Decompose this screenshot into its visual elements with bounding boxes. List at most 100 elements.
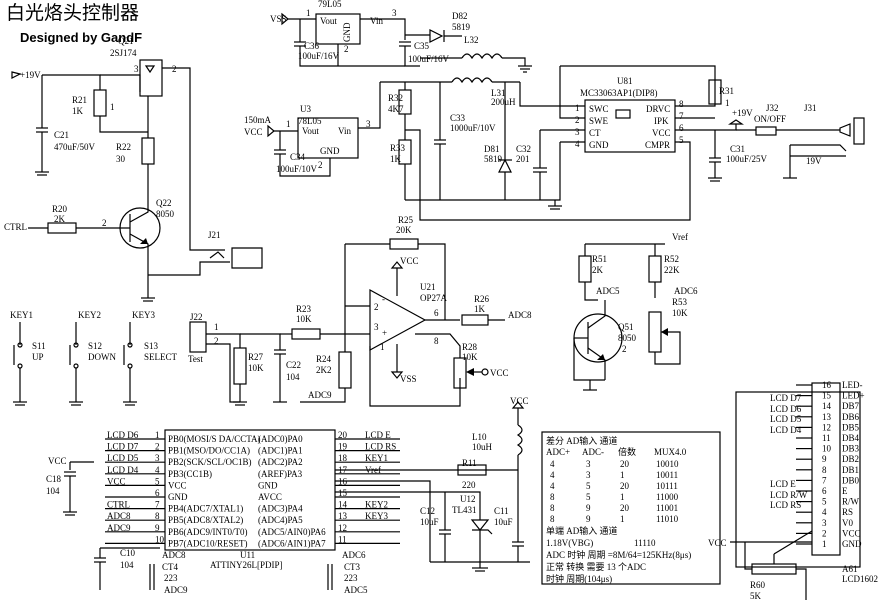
vss-top-label: VSS — [270, 14, 287, 24]
lcd-pin-label: R/W — [842, 497, 860, 507]
u11-pin-right: (ADC4)PA5 — [258, 515, 303, 525]
d82-label: D82 — [452, 11, 468, 21]
u11-pin-left: VCC — [168, 480, 187, 490]
u11-net-right: KEY3 — [365, 511, 388, 521]
adc5-net: ADC5 — [596, 286, 620, 296]
j22-label: J22 — [190, 312, 203, 322]
lcd-pin-label: LED- — [842, 380, 863, 390]
lcd-module: LED-16LED+15DB714DB613DB512DB411DB310DB2… — [708, 380, 878, 601]
l10-value: 10uH — [472, 442, 493, 452]
lcd-pin-num: 1 — [822, 539, 827, 549]
q22-value: 8050 — [156, 209, 175, 219]
u11-pin-num: 19 — [338, 442, 348, 452]
table-cell: 1 — [620, 514, 625, 524]
table-cell: 1 — [620, 470, 625, 480]
table-cell: 8 — [550, 503, 555, 513]
key2-label: KEY2 — [78, 310, 101, 320]
c36-value: 100uF/16V — [298, 51, 340, 61]
u11-pin-right: (ADC5/AIN0)PA6 — [258, 527, 326, 537]
key1-label: KEY1 — [10, 310, 33, 320]
lcd-pin-label: DB4 — [842, 433, 860, 443]
j32-value: ON/OFF — [754, 114, 786, 124]
r22-value: 30 — [116, 154, 126, 164]
table-cell: 4 — [550, 481, 555, 491]
r33-label: R33 — [390, 143, 406, 153]
c11-label: C11 — [494, 506, 509, 516]
adc8-ct4: ADC8 — [162, 550, 186, 560]
table-header-gain: 倍数 — [618, 446, 636, 457]
u11-name: ATTINY26L[PDIP] — [210, 560, 283, 570]
u21-name: OP27A — [420, 293, 448, 303]
table-cell: 9 — [586, 503, 591, 513]
input-power: R31 1 +19V J32 ON/OFF J31 19V C31 100uF/… — [708, 79, 865, 182]
u11-net-right: LCD E — [365, 430, 391, 440]
c11-value: 10uF — [494, 517, 513, 527]
ct4-value: 223 — [164, 573, 178, 583]
r60-label: R60 — [750, 580, 766, 590]
lcd-pin-num: 4 — [822, 507, 827, 517]
table-title: 差分 AD输入 通道 — [546, 435, 618, 446]
u81-cmpr: CMPR — [645, 140, 670, 150]
svg-text:2: 2 — [214, 336, 219, 346]
table-cell: 10111 — [656, 481, 678, 491]
lcd-pin-label: DB5 — [842, 422, 860, 432]
u3-vout: Vout — [302, 126, 319, 136]
u11-pin-num: 3 — [155, 453, 160, 463]
u11-pin-left: PB4(ADC7/XTAL1) — [168, 504, 243, 514]
svg-text:2: 2 — [622, 344, 627, 354]
u11-net-left: LCD D5 — [107, 453, 139, 463]
u11-net-left: VCC — [107, 476, 126, 486]
c31-value: 100uF/25V — [726, 154, 768, 164]
table-header-plus: ADC+ — [546, 447, 570, 457]
r24-value: 2K2 — [316, 365, 332, 375]
u11-net-left: LCD D4 — [107, 465, 139, 475]
chip-u11: U11 ATTINY26L[PDIP] PB0(MOSI/S DA/CCTA)1… — [46, 429, 400, 595]
lcd-pin-label: DB0 — [842, 475, 860, 485]
c36-label: C36 — [304, 41, 320, 51]
diode-d82: D82 5819 L32 — [405, 11, 532, 73]
u11-net-right: KEY2 — [365, 500, 388, 510]
table-cell: 10010 — [656, 459, 679, 469]
key3-label: KEY3 — [132, 310, 155, 320]
output-filter: R32 4K7 R33 1K C33 1000uF/10V D81 5819 C… — [388, 82, 562, 210]
q21-pin3: 3 — [134, 64, 139, 74]
r60-value: 5K — [750, 591, 762, 601]
u11-pin-left: PB3(CC1B) — [168, 469, 212, 479]
q21-value: 2SJ174 — [110, 48, 137, 58]
r23-label: R23 — [296, 304, 312, 314]
lcd-pin-num: 2 — [822, 528, 827, 538]
vin-19v-left: +19V — [20, 70, 41, 80]
svg-text:+: + — [382, 328, 387, 338]
lcd-pin-num: 3 — [822, 518, 827, 528]
r31-value: 1 — [725, 98, 730, 108]
u11-pin-right: (ADC3)PA4 — [258, 504, 303, 514]
svg-text:2: 2 — [102, 218, 107, 228]
u11-pin-right: (ADC2)PA2 — [258, 457, 303, 467]
u11-pin-num: 12 — [338, 523, 347, 533]
lcd-pin-label: DB7 — [842, 401, 860, 411]
c10-value: 104 — [120, 560, 134, 570]
regulator-79l05: 79L05 Vout Vin GND 1 2 3 C36 100uF/16V C… — [270, 0, 450, 67]
c12-value: 10uF — [420, 517, 439, 527]
adc6-ct3: ADC6 — [342, 550, 366, 560]
c33-label: C33 — [450, 113, 466, 123]
table-clock: ADC 时钟 周期 =8M/64=125KHz(8μs) — [546, 549, 691, 560]
c31-label: C31 — [730, 144, 745, 154]
u79-vout: Vout — [320, 16, 337, 26]
r31-label: R31 — [719, 86, 734, 96]
r33-value: 1K — [390, 154, 402, 164]
lcd-pin-label: DB6 — [842, 412, 860, 422]
r11-label: R11 — [462, 458, 477, 468]
table-cell: 3 — [586, 470, 591, 480]
u11-pin-left: PB6(ADC9/INT0/T0) — [168, 527, 248, 537]
u11-pin-left: PB1(MSO/DO/CC1A) — [168, 446, 250, 456]
key-switches: KEY1 KEY2 KEY3 S11 UP S12 DOWN S13 SELEC… — [10, 310, 178, 406]
u11-net-left: ADC9 — [107, 523, 131, 533]
u11-pin-num: 13 — [338, 511, 348, 521]
c34-value: 100uF/10V — [276, 164, 318, 174]
inductor-l31: L31 200uH — [358, 77, 520, 129]
adc5-ct3: ADC5 — [344, 585, 368, 595]
c32-value: 201 — [516, 154, 530, 164]
u11-pin-num: 10 — [155, 534, 165, 544]
d81-label: D81 — [484, 144, 500, 154]
